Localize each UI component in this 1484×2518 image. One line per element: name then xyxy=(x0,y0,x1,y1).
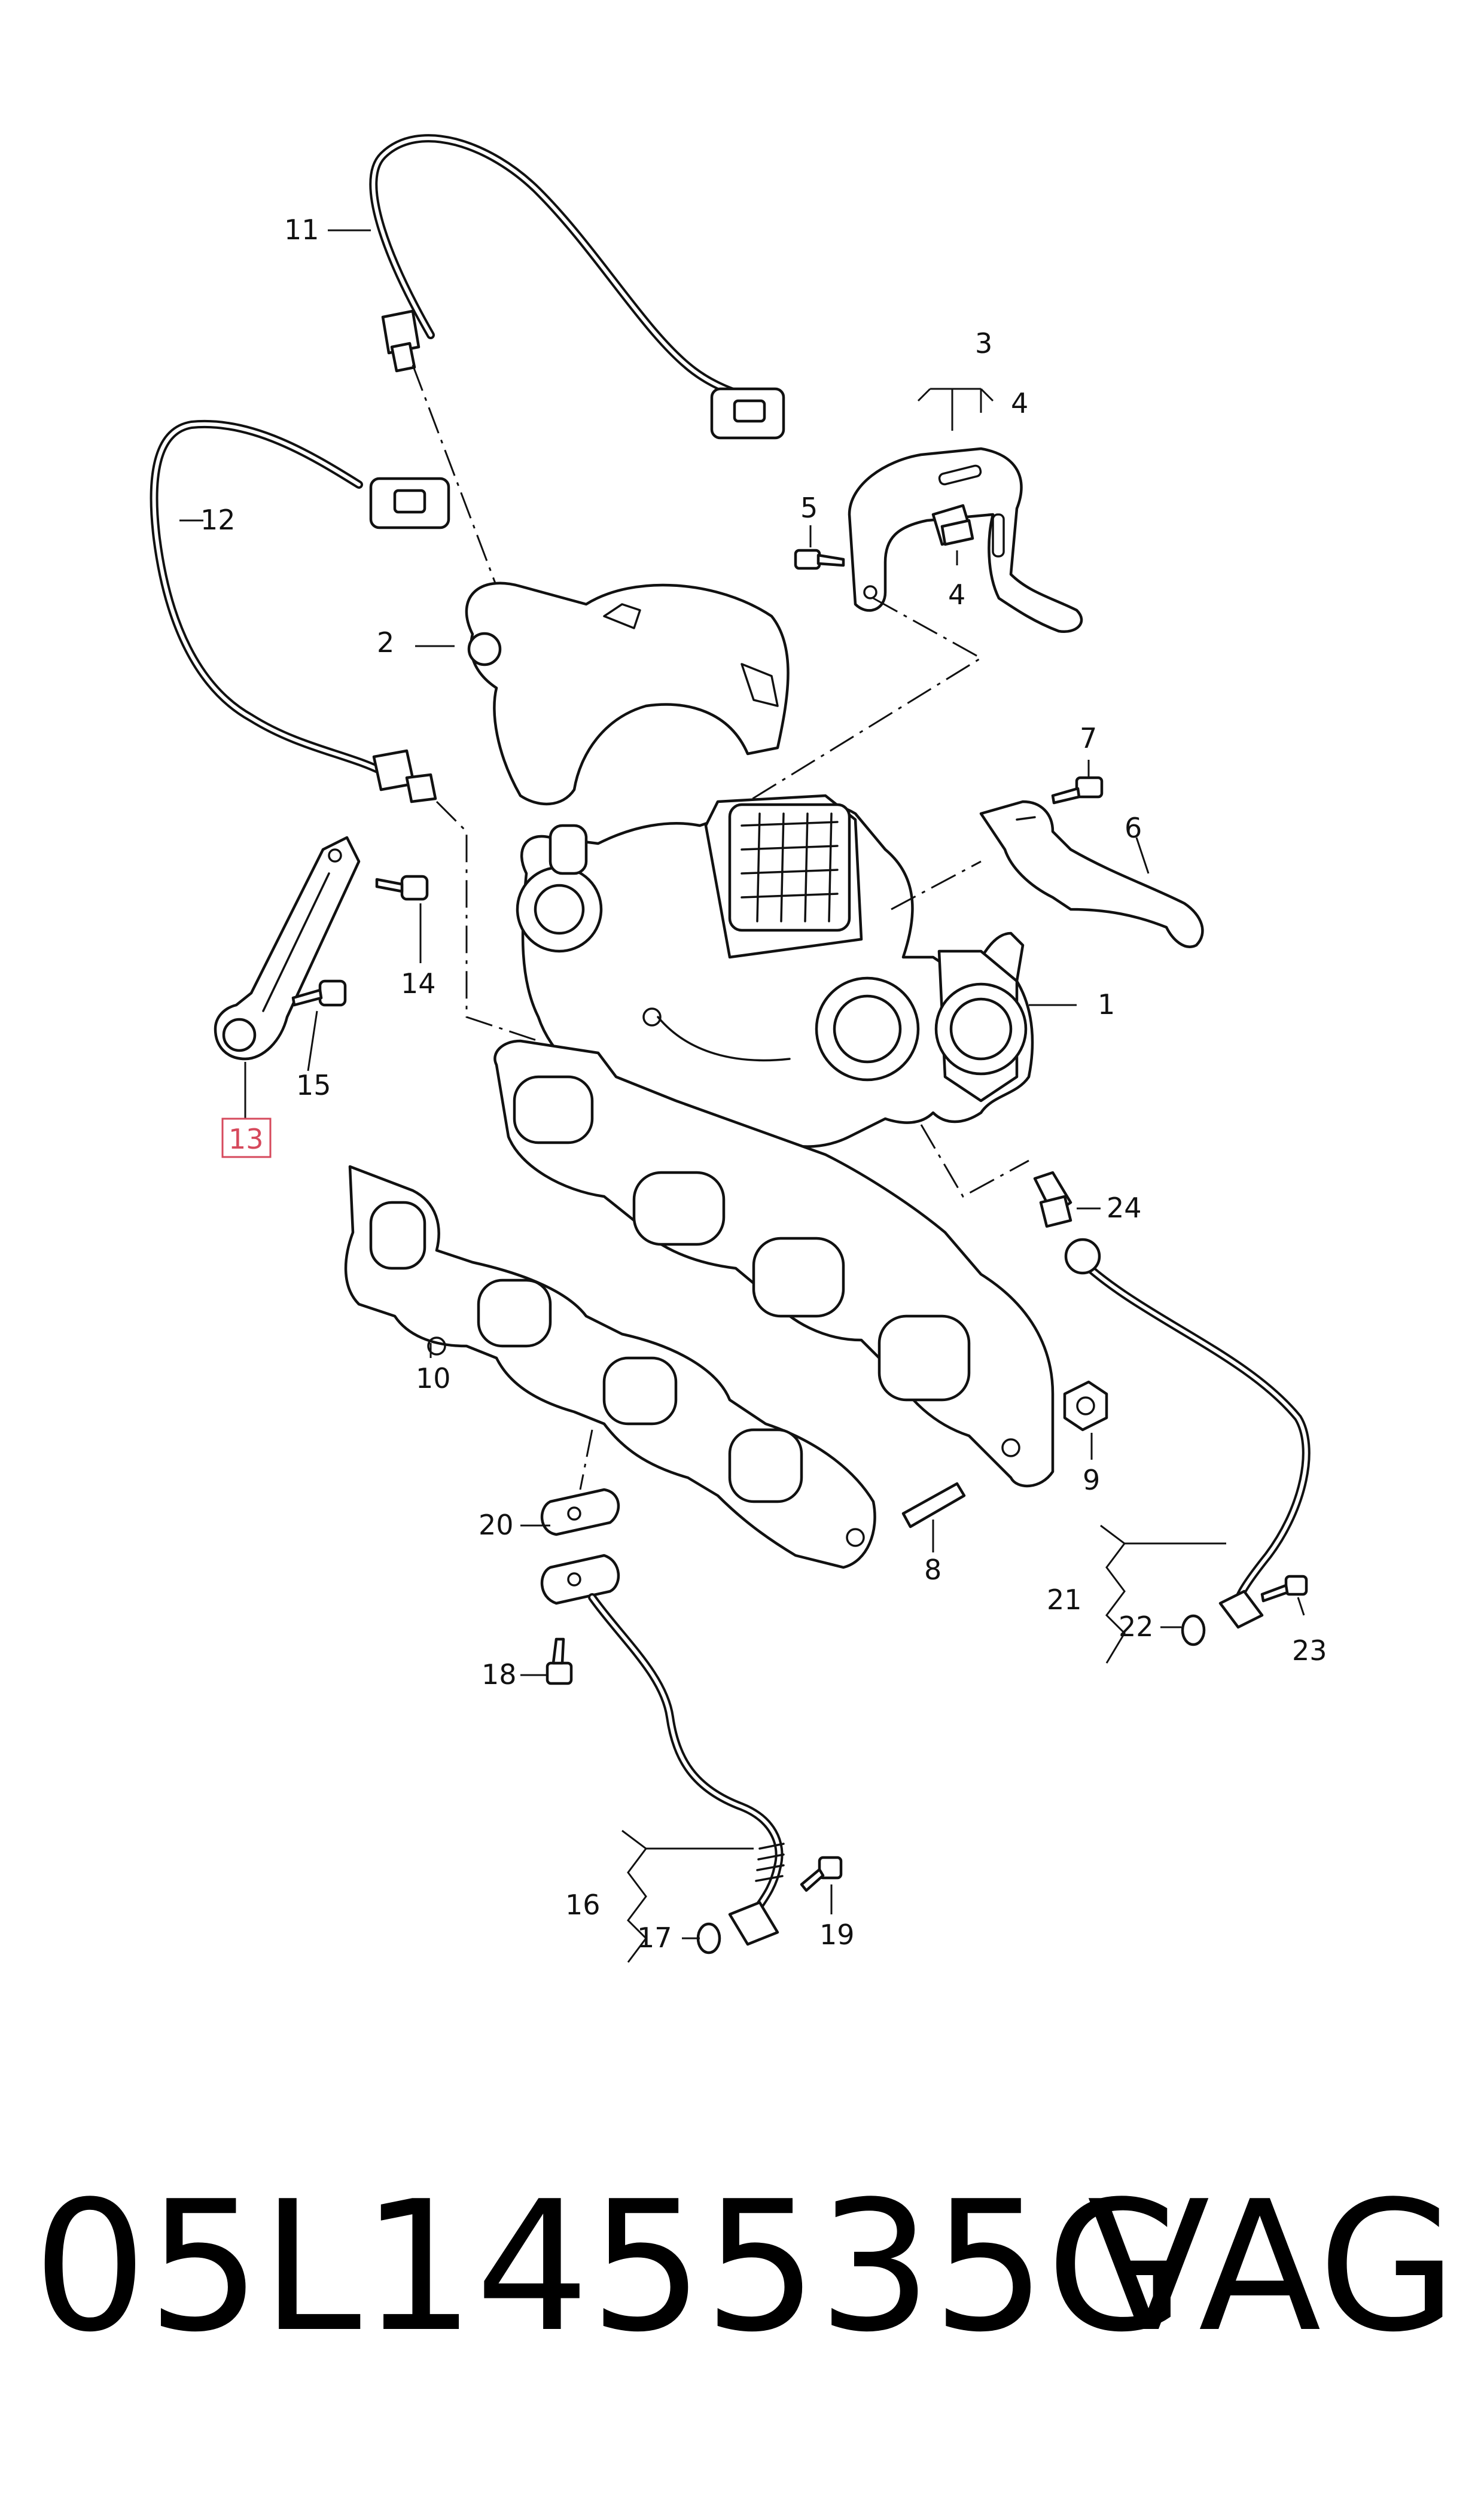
part-16-oil-supply-pipe[interactable] xyxy=(540,1554,785,1946)
callout-3: 3 xyxy=(975,327,992,360)
part-23-bolt[interactable] xyxy=(1260,1575,1308,1603)
part-13-support-bracket[interactable] xyxy=(214,836,361,1061)
part-6-bracket[interactable] xyxy=(979,800,1204,948)
callout-5: 5 xyxy=(800,492,818,524)
part-9-nut[interactable] xyxy=(1063,1380,1108,1432)
callout-13-highlight-box xyxy=(221,1118,272,1158)
part-22-seal[interactable] xyxy=(1181,1614,1206,1646)
callout-11: 11 xyxy=(284,214,319,246)
callout-1: 1 xyxy=(1098,988,1115,1021)
callout-20: 20 xyxy=(479,1509,514,1541)
callout-14: 14 xyxy=(401,967,436,1000)
part-3-bracket[interactable] xyxy=(848,447,1083,634)
part-12-oxygen-sensor[interactable] xyxy=(150,419,450,803)
callout-4a: 4 xyxy=(1011,387,1028,419)
part-19-bolt[interactable] xyxy=(800,1856,843,1892)
part-11-oxygen-sensor[interactable] xyxy=(369,134,785,440)
part-5-bolt[interactable] xyxy=(794,549,845,570)
callout-21: 21 xyxy=(1047,1584,1082,1616)
part-1-turbocharger[interactable] xyxy=(516,794,1034,1157)
part-18-bolt[interactable] xyxy=(546,1637,573,1685)
callout-12: 12 xyxy=(200,504,236,536)
callout-10: 10 xyxy=(416,1362,451,1395)
part-14-bolt[interactable] xyxy=(375,875,429,901)
callout-17: 17 xyxy=(637,1922,672,1954)
part-20-gasket[interactable] xyxy=(540,1488,620,1536)
callout-24: 24 xyxy=(1107,1192,1142,1224)
callout-8: 8 xyxy=(924,1554,941,1586)
part-7-bolt[interactable] xyxy=(1051,776,1104,805)
callout-22: 22 xyxy=(1119,1610,1154,1643)
callout-19: 19 xyxy=(819,1919,855,1951)
callout-9: 9 xyxy=(1083,1464,1100,1496)
part-17-seal[interactable] xyxy=(696,1922,721,1954)
part-number: 05L145535G xyxy=(33,2163,1186,2371)
part-24-union-screw[interactable] xyxy=(1033,1171,1072,1228)
part-15-bolt[interactable] xyxy=(291,979,347,1007)
part-8-stud[interactable] xyxy=(901,1482,966,1529)
callout-2: 2 xyxy=(377,626,394,659)
callout-7: 7 xyxy=(1080,722,1097,754)
callout-4b: 4 xyxy=(948,578,965,611)
part-10-gasket[interactable] xyxy=(344,1165,876,1569)
callout-6: 6 xyxy=(1125,812,1142,844)
part-2-heat-shield[interactable] xyxy=(465,581,790,806)
part-4-clip[interactable] xyxy=(931,504,974,546)
callout-13: 13 xyxy=(228,1123,264,1155)
callout-23: 23 xyxy=(1292,1634,1327,1667)
part-21-oil-return-pipe[interactable] xyxy=(1064,1238,1311,1629)
brand-name: VAG xyxy=(1087,2163,1457,2371)
callout-18: 18 xyxy=(482,1658,517,1691)
callout-15: 15 xyxy=(296,1069,331,1101)
callout-16: 16 xyxy=(565,1889,601,1921)
exhaust-manifold[interactable] xyxy=(493,1039,1055,1488)
